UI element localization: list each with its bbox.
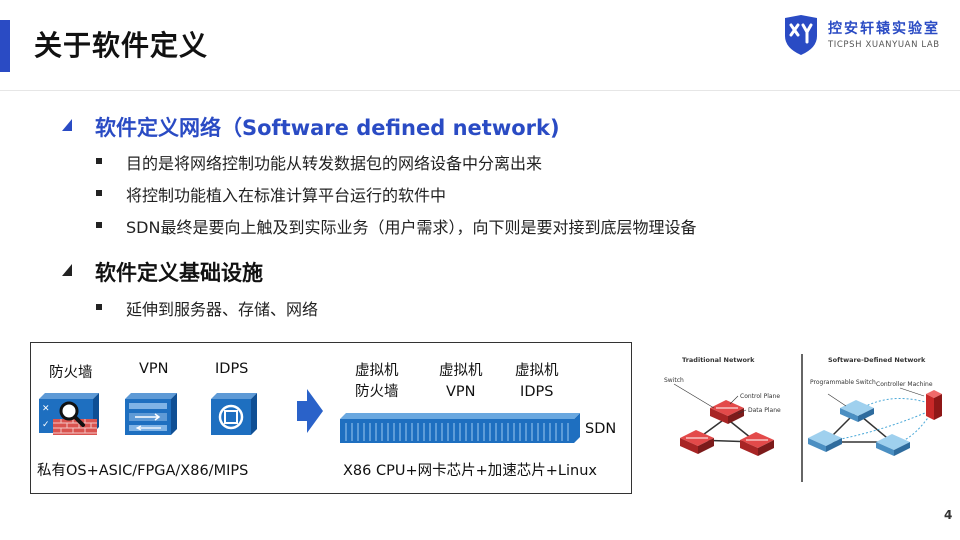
traditional-switch-icon	[740, 432, 774, 456]
x86-platform-bar	[340, 413, 580, 443]
page-number: 4	[944, 508, 953, 522]
triangle-bullet-icon	[62, 264, 72, 276]
programmable-switch-icon	[876, 434, 910, 456]
vm-firewall-label: 虚拟机 防火墙	[355, 361, 399, 403]
firewall-label: 防火墙	[49, 365, 93, 381]
control-plane-label: Control Plane	[740, 393, 780, 400]
list-item-text: 延伸到服务器、存储、网络	[126, 300, 319, 319]
logo-subtitle: TICPSH XUANYUAN LAB	[828, 40, 940, 50]
list-item-text: 将控制功能植入在标准计算平台运行的软件中	[126, 186, 447, 205]
list-item-text: SDN最终是要向上触及到实际业务（用户需求），向下则是要对接到底层物理设备	[126, 218, 697, 237]
traditional-switch-icon	[680, 430, 714, 454]
vm-label-line1: 虚拟机	[515, 363, 559, 379]
vpn-label: VPN	[139, 361, 169, 377]
switch-label: Switch	[664, 377, 684, 384]
vm-label-line2: 防火墙	[355, 384, 399, 400]
controller-machine-icon	[926, 390, 942, 420]
traditional-network-title: Traditional Network	[682, 356, 755, 364]
right-caption: X86 CPU+网卡芯片+加速芯片+Linux	[343, 463, 597, 479]
controller-machine-label: Controller Machine	[876, 381, 933, 388]
network-comparison-diagram: Traditional Network Software-Defined Net…	[664, 354, 942, 482]
vm-idps-label: 虚拟机 IDPS	[515, 361, 559, 403]
svg-text:✕: ✕	[42, 404, 50, 414]
sdn-network-title: Software-Defined Network	[828, 356, 926, 364]
square-bullet-icon	[96, 158, 102, 164]
shield-xy-icon	[785, 15, 817, 55]
vm-label-line2: IDPS	[520, 384, 554, 400]
section-heading-text: 软件定义基础设施	[95, 261, 263, 285]
header-divider	[0, 90, 960, 91]
programmable-switch-icon	[808, 430, 842, 452]
lab-logo: 控安轩辕实验室 TICPSH XUANYUAN LAB	[782, 12, 952, 58]
appliance-to-sdn-figure: 防火墙 VPN IDPS ✕ ✓ 私有OS+ASIC/FPGA/X86/MIPS	[30, 342, 632, 494]
programmable-switch-label: Programmable Switch	[810, 379, 876, 386]
vm-vpn-label: 虚拟机 VPN	[439, 361, 483, 403]
idps-icon	[211, 393, 257, 435]
firewall-icon: ✕ ✓	[39, 393, 99, 435]
title-accent-bar	[0, 20, 10, 72]
vm-label-line2: VPN	[445, 384, 476, 400]
traditional-switch-icon	[710, 400, 744, 424]
idps-label: IDPS	[215, 361, 249, 377]
data-plane-label: Data Plane	[748, 407, 781, 414]
slide-title: 关于软件定义	[34, 29, 209, 62]
arrow-right-icon	[297, 389, 323, 433]
list-item-text: 目的是将网络控制功能从转发数据包的网络设备中分离出来	[126, 154, 543, 173]
programmable-switch-icon	[840, 400, 874, 422]
left-caption: 私有OS+ASIC/FPGA/X86/MIPS	[37, 463, 249, 479]
triangle-bullet-icon	[62, 119, 72, 131]
section-heading-text: 软件定义网络（Software defined network)	[95, 116, 560, 140]
svg-text:✓: ✓	[42, 420, 50, 430]
sdn-label: SDN	[585, 421, 617, 437]
square-bullet-icon	[96, 190, 102, 196]
vm-label-line1: 虚拟机	[439, 363, 483, 379]
vm-label-line1: 虚拟机	[355, 363, 399, 379]
square-bullet-icon	[96, 304, 102, 310]
square-bullet-icon	[96, 222, 102, 228]
logo-name: 控安轩辕实验室	[828, 21, 940, 37]
vpn-icon	[125, 393, 177, 435]
